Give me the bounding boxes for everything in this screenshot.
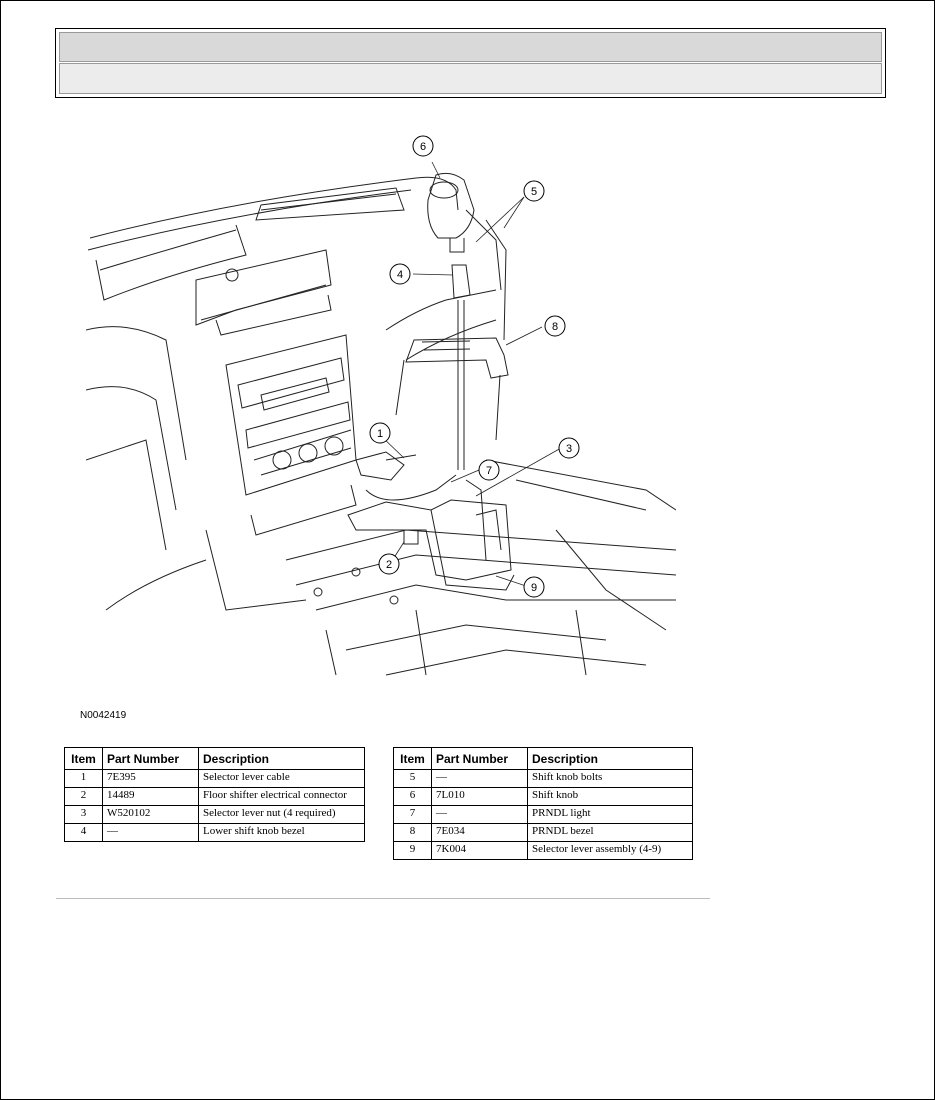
cell-description: PRNDL bezel <box>527 823 693 842</box>
table-row: 3 W520102 Selector lever nut (4 required… <box>64 805 365 824</box>
instrument-panel-drawing <box>86 176 507 611</box>
callout-8 <box>544 315 566 337</box>
table-row: 6 7L010 Shift knob <box>393 787 693 806</box>
header-subtitle-bar <box>59 63 882 94</box>
floor-pan-drawing <box>285 459 676 676</box>
callout-3 <box>558 437 580 459</box>
callout-leaders <box>380 161 562 587</box>
cell-description: Shift knob <box>527 787 693 806</box>
callout-label-5: 5 <box>531 186 537 198</box>
parts-table-right: Item Part Number Description 5 — Shift k… <box>393 747 693 860</box>
callout-label-4: 4 <box>397 269 403 281</box>
section-divider <box>56 898 710 899</box>
cell-item: 4 <box>64 823 103 842</box>
table-row: 2 14489 Floor shifter electrical connect… <box>64 787 365 806</box>
cell-part-number: W520102 <box>102 805 199 824</box>
cell-part-number: 7E034 <box>431 823 528 842</box>
header-part-number: Part Number <box>431 747 528 770</box>
shifter-parts-drawing <box>347 172 515 591</box>
callout-1 <box>369 422 391 444</box>
cell-item: 1 <box>64 769 103 788</box>
callout-4 <box>389 263 411 285</box>
callout-circles <box>369 135 580 598</box>
table-row: 9 7K004 Selector lever assembly (4-9) <box>393 841 693 860</box>
cell-item: 8 <box>393 823 432 842</box>
header-box <box>55 28 886 98</box>
cell-item: 5 <box>393 769 432 788</box>
callout-label-2: 2 <box>386 559 392 571</box>
table-row: 1 7E395 Selector lever cable <box>64 769 365 788</box>
cell-description: Selector lever cable <box>198 769 365 788</box>
table-header-row: Item Part Number Description <box>64 747 365 770</box>
header-description: Description <box>198 747 365 770</box>
cell-description: Selector lever assembly (4-9) <box>527 841 693 860</box>
table-header-row: Item Part Number Description <box>393 747 693 770</box>
cell-description: Floor shifter electrical connector <box>198 787 365 806</box>
table-row: 7 — PRNDL light <box>393 805 693 824</box>
cell-item: 9 <box>393 841 432 860</box>
callout-7 <box>478 459 500 481</box>
callout-label-3: 3 <box>566 443 572 455</box>
callout-label-7: 7 <box>486 465 492 477</box>
shifter-assembly-diagram: 6 5 4 8 1 3 7 2 9 <box>86 135 676 676</box>
cell-description: Selector lever nut (4 required) <box>198 805 365 824</box>
cell-part-number: — <box>431 769 528 788</box>
header-description: Description <box>527 747 693 770</box>
header-part-number: Part Number <box>102 747 199 770</box>
cell-item: 3 <box>64 805 103 824</box>
parts-table-left: Item Part Number Description 1 7E395 Sel… <box>64 747 365 842</box>
cell-part-number: — <box>102 823 199 842</box>
header-title-bar <box>59 32 882 62</box>
cell-part-number: 7L010 <box>431 787 528 806</box>
cell-description: Shift knob bolts <box>527 769 693 788</box>
callout-label-9: 9 <box>531 582 537 594</box>
cell-part-number: 7K004 <box>431 841 528 860</box>
table-row: 4 — Lower shift knob bezel <box>64 823 365 842</box>
callout-label-8: 8 <box>552 321 558 333</box>
cell-part-number: — <box>431 805 528 824</box>
callout-9 <box>523 576 545 598</box>
cell-description: Lower shift knob bezel <box>198 823 365 842</box>
header-item: Item <box>393 747 432 770</box>
callout-5 <box>523 180 545 202</box>
table-row: 5 — Shift knob bolts <box>393 769 693 788</box>
figure-id: N0042419 <box>80 710 127 721</box>
callout-labels: 6 5 4 8 1 3 7 2 9 <box>377 141 572 594</box>
cell-item: 7 <box>393 805 432 824</box>
callout-label-6: 6 <box>420 141 426 153</box>
header-item: Item <box>64 747 103 770</box>
table-row: 8 7E034 PRNDL bezel <box>393 823 693 842</box>
cell-description: PRNDL light <box>527 805 693 824</box>
cell-part-number: 7E395 <box>102 769 199 788</box>
cell-item: 2 <box>64 787 103 806</box>
cell-item: 6 <box>393 787 432 806</box>
callout-6 <box>412 135 434 157</box>
cell-part-number: 14489 <box>102 787 199 806</box>
callout-2 <box>378 553 400 575</box>
callout-label-1: 1 <box>377 428 383 440</box>
